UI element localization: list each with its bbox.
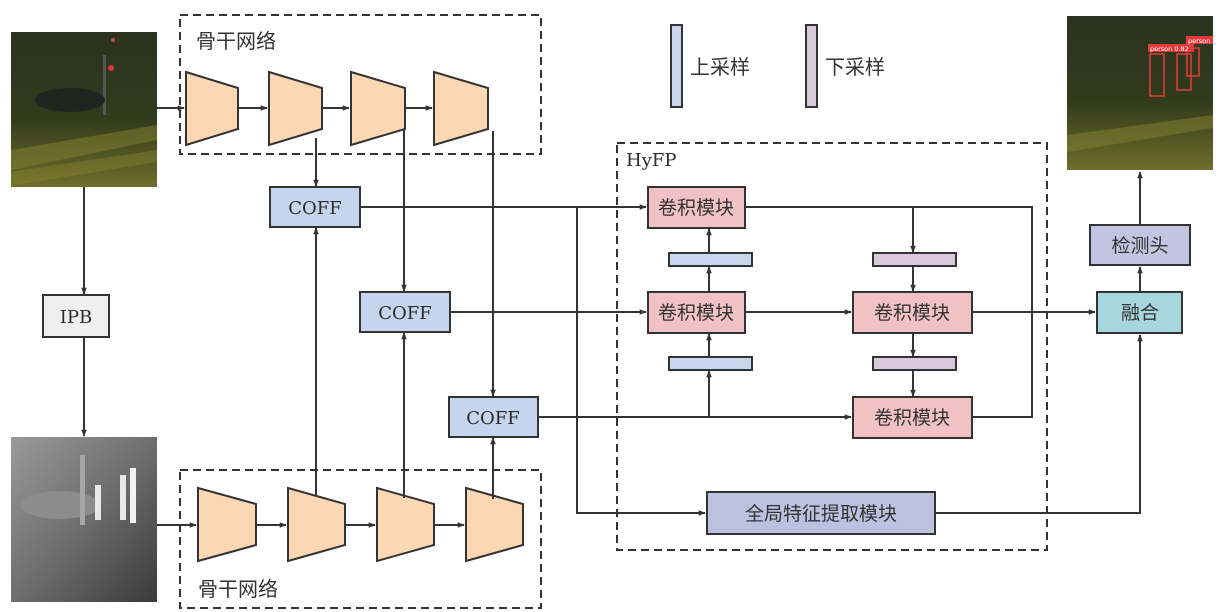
detect-head-label: 检测头 bbox=[1111, 235, 1168, 257]
legend-upsample-swatch bbox=[670, 24, 683, 108]
hyfp-box bbox=[616, 142, 1048, 551]
detection-output-image: person 0.82 person bbox=[1067, 16, 1213, 170]
legend-downsample-label: 下采样 bbox=[825, 55, 885, 79]
detection-label: person bbox=[1188, 37, 1210, 45]
encoder-stage bbox=[287, 486, 346, 563]
encoder-stages-top bbox=[185, 70, 489, 147]
downsample-bar bbox=[872, 356, 957, 371]
conv-label: 卷积模块 bbox=[874, 407, 950, 429]
upsample-bar bbox=[668, 252, 753, 267]
backbone-bottom-box bbox=[179, 469, 542, 609]
encoder-stage bbox=[376, 486, 435, 563]
detection-box bbox=[1176, 53, 1192, 91]
backbone-top-box bbox=[179, 14, 542, 155]
conv-block-2: 卷积模块 bbox=[647, 291, 746, 334]
conv-label: 卷积模块 bbox=[658, 302, 734, 324]
conv-label: 卷积模块 bbox=[874, 302, 950, 324]
conv-block-4: 卷积模块 bbox=[852, 396, 973, 439]
detection-label: person 0.82 bbox=[1150, 45, 1189, 53]
detect-head-block: 检测头 bbox=[1089, 224, 1191, 266]
encoder-stage bbox=[350, 70, 406, 147]
detection-box bbox=[1149, 53, 1165, 97]
coff-block-1: COFF bbox=[269, 186, 361, 228]
encoder-stage bbox=[268, 70, 323, 147]
rgb-input-image bbox=[11, 32, 157, 187]
backbone-top-label: 骨干网络 bbox=[196, 29, 276, 53]
ipb-label: IPB bbox=[60, 307, 92, 328]
coff-block-3: COFF bbox=[448, 396, 539, 438]
encoder-stage bbox=[433, 70, 489, 147]
legend-upsample-label: 上采样 bbox=[690, 55, 750, 79]
connectors bbox=[81, 105, 1143, 528]
upsample-bar bbox=[668, 356, 753, 371]
thermal-input-image bbox=[11, 437, 157, 602]
conv-label: 卷积模块 bbox=[658, 197, 734, 219]
hyfp-label: HyFP bbox=[626, 150, 676, 171]
legend-downsample-swatch bbox=[805, 24, 818, 108]
encoder-stage bbox=[197, 486, 257, 563]
ipb-block: IPB bbox=[42, 294, 110, 338]
coff-label: COFF bbox=[288, 198, 342, 219]
encoder-stages-bottom bbox=[197, 486, 524, 563]
conv-block-1: 卷积模块 bbox=[647, 186, 746, 229]
encoder-stage bbox=[465, 486, 524, 563]
global-feature-module: 全局特征提取模块 bbox=[706, 491, 936, 535]
coff-label: COFF bbox=[378, 303, 432, 324]
fusion-block: 融合 bbox=[1096, 291, 1183, 334]
coff-block-2: COFF bbox=[359, 291, 451, 333]
conv-block-3: 卷积模块 bbox=[852, 291, 973, 334]
coff-label: COFF bbox=[466, 408, 520, 429]
global-module-label: 全局特征提取模块 bbox=[745, 503, 897, 525]
legend: 上采样 下采样 bbox=[670, 24, 885, 108]
encoder-stage bbox=[185, 70, 239, 147]
backbone-bottom-label: 骨干网络 bbox=[198, 577, 278, 601]
fusion-label: 融合 bbox=[1121, 302, 1159, 324]
downsample-bar bbox=[872, 252, 957, 267]
